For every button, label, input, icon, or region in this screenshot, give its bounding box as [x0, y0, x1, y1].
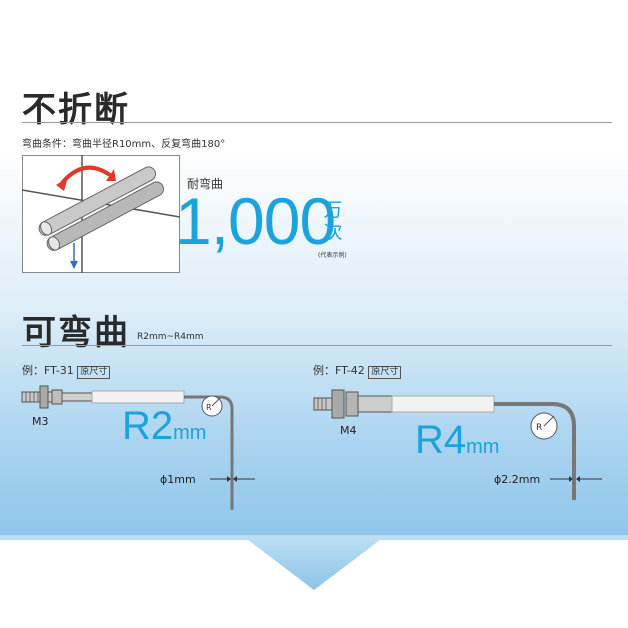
example-left-label: 例：FT-31	[22, 364, 74, 377]
representative-note: (代表示例)	[318, 252, 347, 259]
bending-cycles-number: 1,000	[175, 184, 336, 258]
radius-r2-label: R2mm	[122, 404, 206, 455]
radius-r4-value: R4	[415, 418, 467, 462]
example-right: 例：FT-42 原尺寸	[313, 362, 402, 379]
bending-condition: 弯曲条件：弯曲半径R10mm、反复弯曲180°	[22, 139, 226, 150]
diameter-1mm-label: ϕ1mm	[160, 473, 196, 486]
section2-divider	[22, 345, 612, 346]
section2-title: 可弯曲	[22, 313, 130, 353]
svg-text:R: R	[206, 403, 212, 412]
radius-r2-unit: mm	[173, 422, 207, 444]
radius-range: R2mm~R4mm	[137, 332, 204, 342]
original-size-tag-left: 原尺寸	[77, 366, 111, 379]
unit-wan: 万	[323, 199, 343, 221]
bending-label: 耐弯曲	[187, 177, 224, 191]
radius-r4-label: R4mm	[415, 418, 499, 469]
example-left: 例：FT-31 原尺寸	[22, 362, 111, 379]
bending-test-illustration	[22, 155, 180, 273]
svg-text:R: R	[536, 423, 542, 433]
example-right-label: 例：FT-42	[313, 364, 365, 377]
thread-m4-label: M4	[340, 424, 357, 437]
original-size-tag-right: 原尺寸	[368, 366, 402, 379]
radius-r2-value: R2	[122, 404, 174, 448]
ft31-fiber-drawing: R	[21, 385, 255, 510]
ft42-fiber-drawing: R	[313, 389, 602, 500]
unit-ci: 次	[323, 221, 343, 243]
thread-m3-label: M3	[32, 415, 49, 428]
diameter-2-2mm-label: ϕ2.2mm	[494, 473, 541, 486]
radius-r4-unit: mm	[466, 436, 500, 458]
section1-divider	[22, 122, 612, 123]
section1-title: 不折断	[22, 90, 130, 130]
